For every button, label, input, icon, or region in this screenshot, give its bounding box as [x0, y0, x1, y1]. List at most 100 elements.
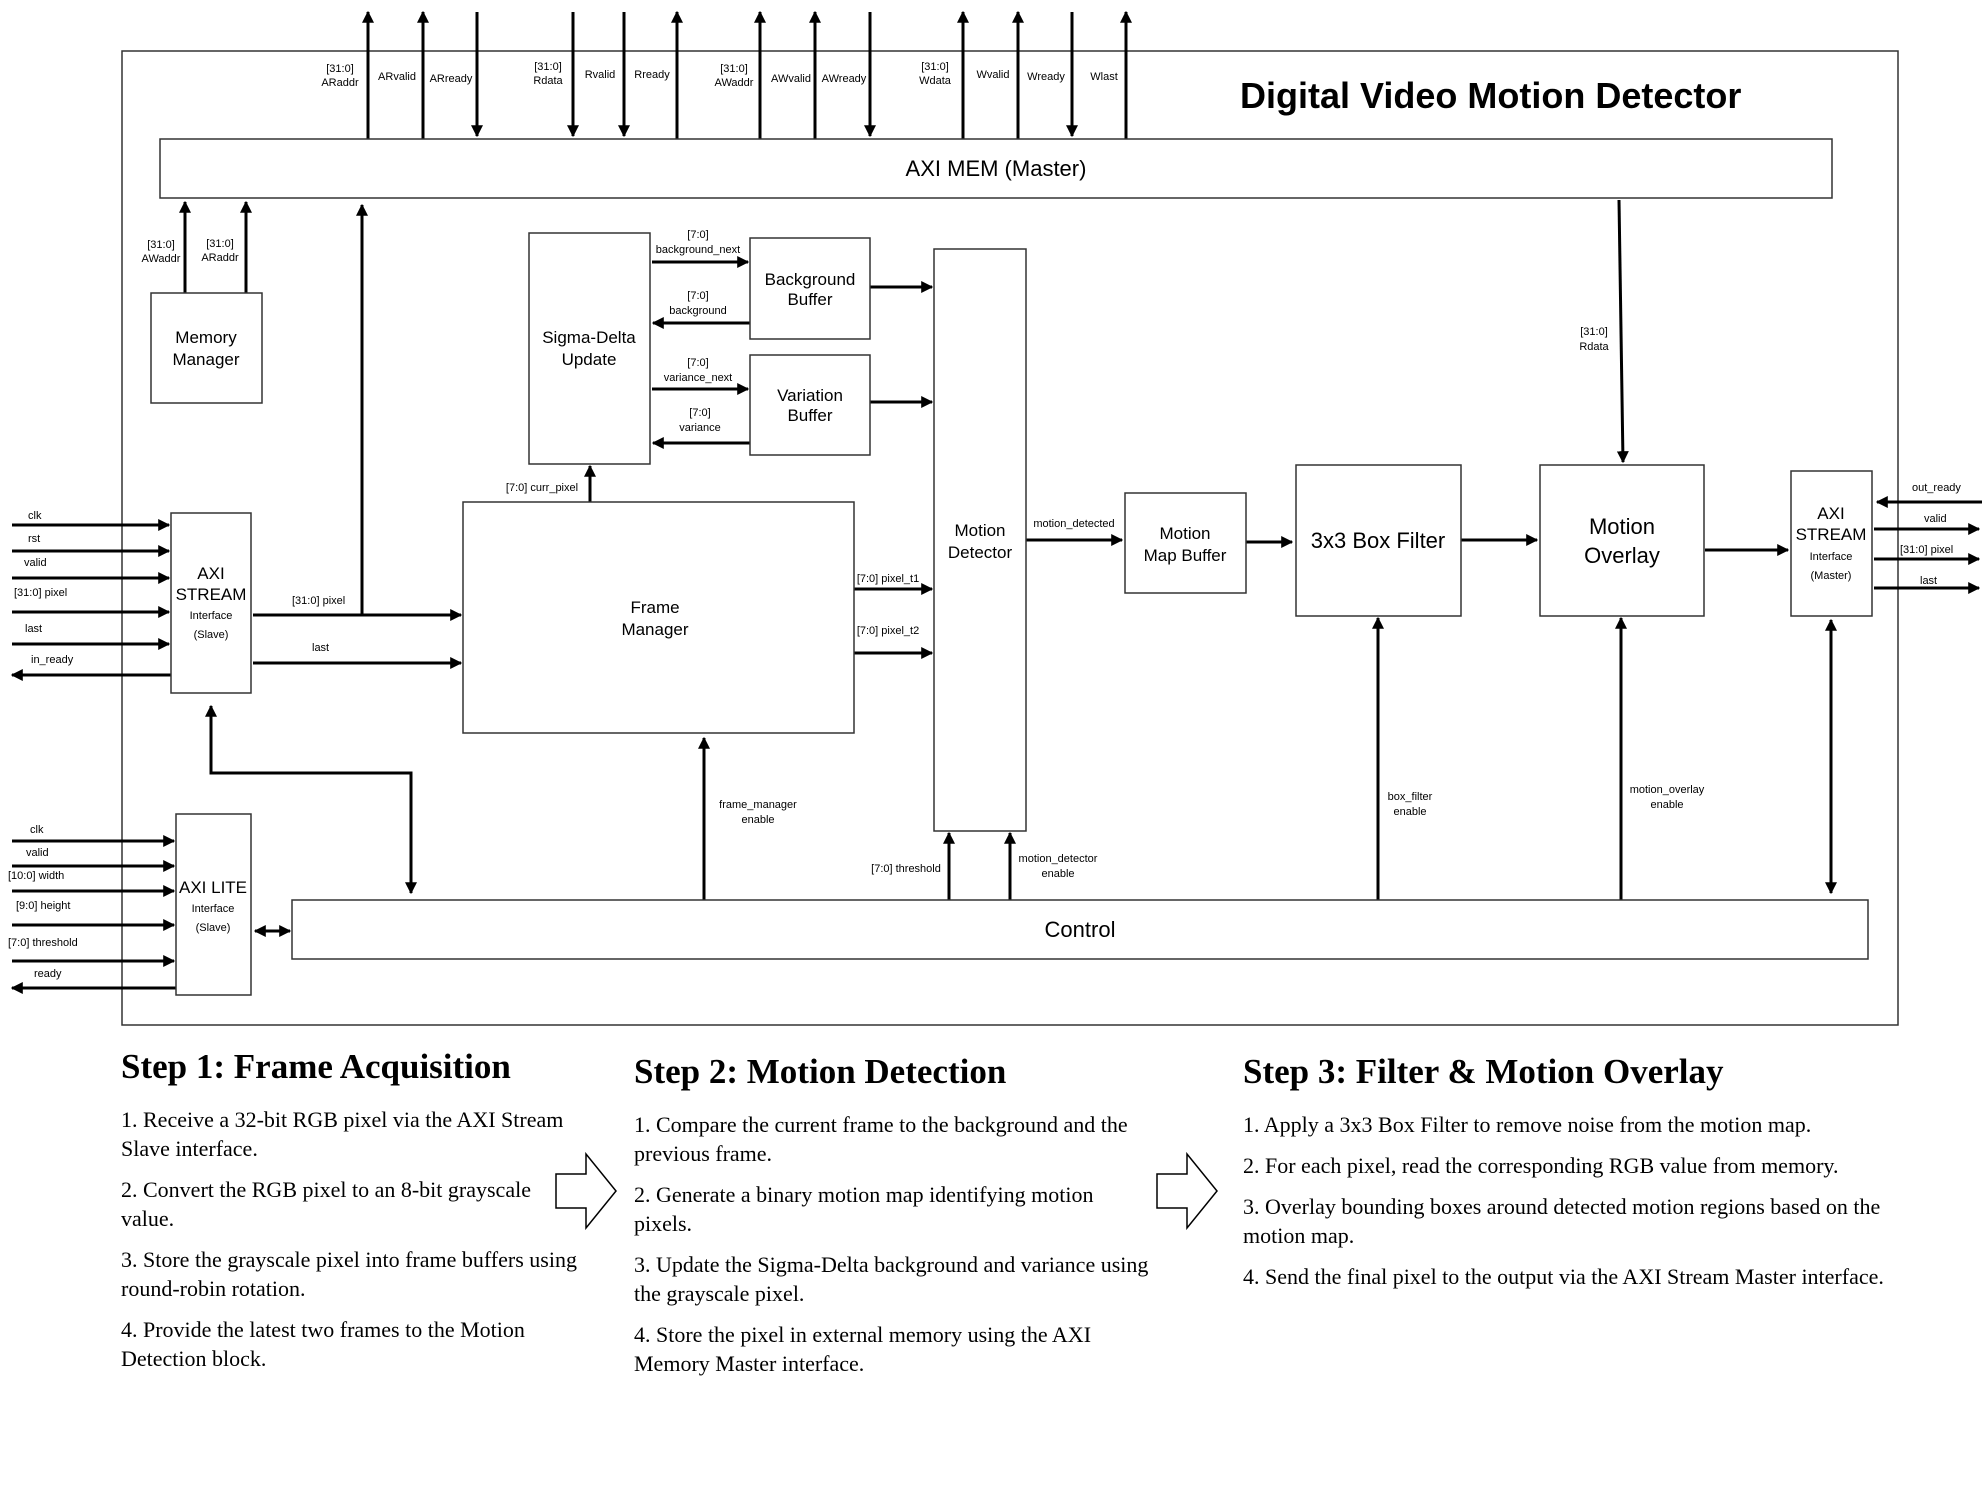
- sig-wlast: Wlast: [1090, 71, 1118, 83]
- background-buffer-label-2: Buffer: [787, 290, 832, 309]
- sig-pixel-t1: [7:0] pixel_t1: [857, 573, 919, 585]
- background-buffer-block: [749, 237, 871, 340]
- sig-rdata-2: Rdata: [1579, 341, 1609, 353]
- axi-stream-master-label-3: Interface: [1810, 551, 1853, 563]
- signal-labels: [31:0] ARaddr ARvalid ARready [31:0] Rda…: [8, 61, 1961, 980]
- sig-wvalid: Wvalid: [976, 69, 1009, 81]
- step-3-item: 3. Overlay bounding boxes around detecte…: [1243, 1194, 1881, 1248]
- sig-araddr: ARaddr: [321, 77, 359, 89]
- motion-map-buffer-label-2: Map Buffer: [1144, 546, 1227, 565]
- sig-mm-araddr-width: [31:0]: [206, 238, 234, 250]
- sig-var-next-width: [7:0]: [687, 357, 708, 369]
- motion-map-buffer-block: [1124, 492, 1247, 594]
- variation-buffer-label-1: Variation: [777, 386, 843, 405]
- sig-arvalid: ARvalid: [378, 71, 416, 83]
- axi-stream-master-label-1: AXI: [1817, 504, 1844, 523]
- sig-fm-enable-1: frame_manager: [719, 799, 797, 811]
- step-2: Step 2: Motion Detection 1. Compare the …: [634, 1052, 1154, 1390]
- step-2-item: 2. Generate a binary motion map identify…: [634, 1182, 1094, 1236]
- sig-bf-enable-1: box_filter: [1388, 791, 1433, 803]
- motion-overlay-label-2: Overlay: [1584, 543, 1660, 568]
- step-1-list: 1. Receive a 32-bit RGB pixel via the AX…: [121, 1105, 577, 1373]
- sig-threshold: [7:0] threshold: [871, 863, 941, 875]
- variation-buffer-label-2: Buffer: [787, 406, 832, 425]
- axi-stream-slave-label-4: (Slave): [194, 629, 229, 641]
- axi-stream-master-block: [1790, 470, 1873, 617]
- sig-mo-enable-1: motion_overlay: [1630, 784, 1705, 796]
- step-2-item: 3. Update the Sigma-Delta background and…: [634, 1252, 1149, 1306]
- step-3-item: 2. For each pixel, read the correspondin…: [1243, 1153, 1839, 1178]
- sig-awready: AWready: [822, 73, 867, 85]
- axi-lite-label-2: Interface: [192, 903, 235, 915]
- sig-curr-pixel: [7:0] curr_pixel: [506, 482, 578, 494]
- step-arrow-1: [555, 1152, 617, 1230]
- sig-wready: Wready: [1027, 71, 1065, 83]
- sig-awvalid: AWvalid: [771, 73, 811, 85]
- sig-var-next: variance_next: [664, 372, 733, 384]
- sig-mm-awaddr: AWaddr: [142, 253, 181, 265]
- axi-stream-slave-label-3: Interface: [190, 610, 233, 622]
- sigma-delta-block: [528, 232, 651, 465]
- axi-stream-slave-block: [170, 512, 252, 694]
- sig-lite-ready: ready: [34, 968, 62, 980]
- sig-out-last: last: [1920, 575, 1937, 587]
- sig-mm-araddr: ARaddr: [201, 252, 239, 264]
- step-1-item: 3. Store the grayscale pixel into frame …: [121, 1247, 577, 1301]
- sig-rdata: Rdata: [533, 75, 563, 87]
- motion-detector-label-1: Motion: [954, 521, 1005, 540]
- sig-bg-next: background_next: [656, 244, 740, 256]
- sig-lite-valid: valid: [26, 847, 49, 859]
- memory-manager-label-1: Memory: [175, 328, 237, 347]
- step-3-item: 4. Send the final pixel to the output vi…: [1243, 1264, 1884, 1289]
- motion-overlay-block: [1539, 464, 1705, 617]
- step-2-title: Step 2: Motion Detection: [634, 1052, 1007, 1091]
- sig-lite-height: [9:0] height: [16, 900, 70, 912]
- sig-wdata-width: [31:0]: [921, 61, 949, 73]
- step-arrow-2: [1156, 1152, 1218, 1230]
- frame-manager-label-2: Manager: [621, 620, 688, 639]
- outer-frame: [121, 50, 1899, 1026]
- diagram-title: Digital Video Motion Detector: [1240, 75, 1741, 116]
- sig-in-clk: clk: [28, 510, 42, 522]
- frame-manager-block: [462, 501, 855, 734]
- sig-rvalid: Rvalid: [585, 69, 616, 81]
- sig-pixel-t2: [7:0] pixel_t2: [857, 625, 919, 637]
- step-1-title: Step 1: Frame Acquisition: [121, 1047, 511, 1086]
- step-1-item: 1. Receive a 32-bit RGB pixel via the AX…: [121, 1107, 564, 1161]
- step-1-item: 4. Provide the latest two frames to the …: [121, 1317, 525, 1371]
- connections: [10, 10, 1982, 994]
- step-3-title: Step 3: Filter & Motion Overlay: [1243, 1052, 1724, 1091]
- sig-rdata-width-2: [31:0]: [1580, 326, 1608, 338]
- control-block: [291, 899, 1869, 960]
- axi-lite-block: [175, 813, 252, 996]
- sig-fm-pixel: [31:0] pixel: [292, 595, 345, 607]
- motion-map-buffer-label-1: Motion: [1159, 524, 1210, 543]
- steps-section: Step 1: Frame Acquisition 1. Receive a 3…: [0, 1035, 1984, 1465]
- sig-out-valid: valid: [1924, 513, 1947, 525]
- step-2-item: 4. Store the pixel in external memory us…: [634, 1322, 1092, 1376]
- sig-out-ready: out_ready: [1912, 482, 1961, 494]
- sig-fm-enable-2: enable: [741, 814, 774, 826]
- sig-bf-enable-2: enable: [1393, 806, 1426, 818]
- step-1: Step 1: Frame Acquisition 1. Receive a 3…: [121, 1047, 577, 1385]
- sig-in-rst: rst: [28, 533, 40, 545]
- sigma-delta-label-2: Update: [562, 350, 617, 369]
- sig-rdata-width: [31:0]: [534, 61, 562, 73]
- sig-bg-next-width: [7:0]: [687, 229, 708, 241]
- sig-lite-threshold: [7:0] threshold: [8, 937, 78, 949]
- sig-motion-detected: motion_detected: [1033, 518, 1114, 530]
- memory-manager-label-2: Manager: [172, 350, 239, 369]
- step-3: Step 3: Filter & Motion Overlay 1. Apply…: [1243, 1052, 1893, 1303]
- sig-md-enable-1: motion_detector: [1019, 853, 1098, 865]
- axi-lite-label-1: AXI LITE: [179, 878, 247, 897]
- sig-arready: ARready: [430, 73, 473, 85]
- axi-mem-block: [159, 138, 1833, 199]
- sig-wdata: Wdata: [919, 75, 952, 87]
- sig-lite-clk: clk: [30, 824, 44, 836]
- sig-bg-width: [7:0]: [687, 290, 708, 302]
- block-diagram: Digital Video Motion Detector: [8, 10, 1982, 1026]
- motion-detector-block: [933, 248, 1027, 832]
- axi-mem-label: AXI MEM (Master): [906, 156, 1087, 181]
- step-1-item: 2. Convert the RGB pixel to an 8-bit gra…: [121, 1177, 531, 1231]
- step-2-list: 1. Compare the current frame to the back…: [634, 1110, 1154, 1378]
